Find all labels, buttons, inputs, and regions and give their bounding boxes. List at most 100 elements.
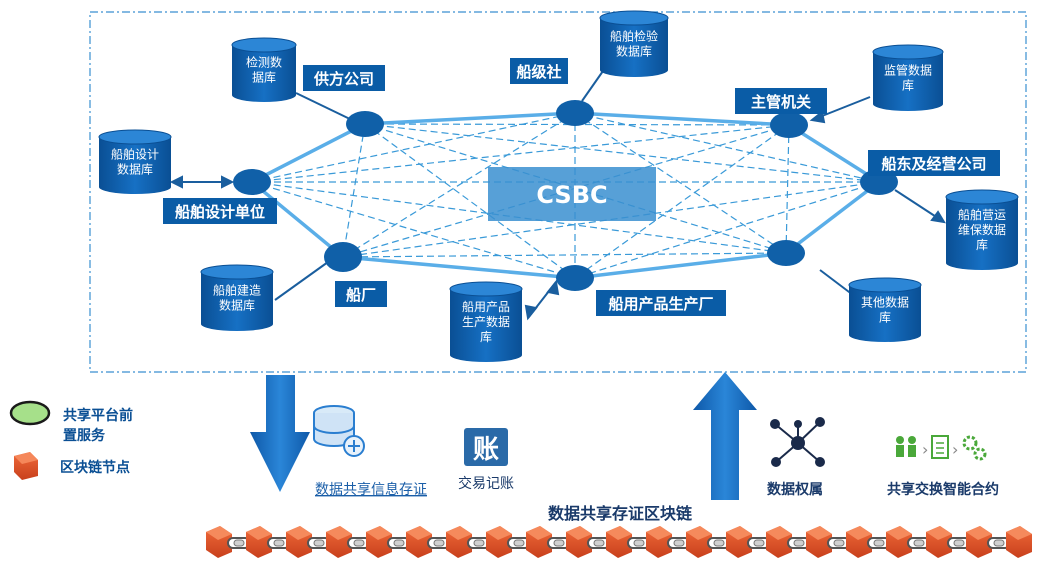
chain-link bbox=[387, 537, 411, 549]
block-node bbox=[1006, 526, 1032, 558]
network-frame bbox=[89, 11, 1027, 373]
database-line: 船用产品 bbox=[462, 300, 510, 314]
block-node bbox=[646, 526, 672, 558]
database-line: 维保数据 bbox=[958, 222, 1006, 237]
block-node bbox=[486, 526, 512, 558]
chain-link bbox=[547, 537, 571, 549]
database-line: 据库 bbox=[252, 70, 276, 85]
label-shipyard: 船厂 bbox=[346, 286, 376, 304]
chain-link bbox=[907, 537, 931, 549]
ring-line bbox=[574, 251, 787, 280]
database-line: 库 bbox=[976, 237, 988, 252]
block-node bbox=[606, 526, 632, 558]
database-line: 数据库 bbox=[117, 162, 153, 177]
blockchain-strip bbox=[206, 526, 1032, 558]
chain-link bbox=[947, 537, 971, 549]
svg-text:›: › bbox=[922, 440, 928, 459]
ownership-label: 数据权属 bbox=[767, 481, 823, 498]
ledger-label: 交易记账 bbox=[458, 475, 514, 492]
node-other bbox=[767, 240, 805, 266]
store-label: 数据共享信息存证 bbox=[315, 481, 427, 498]
db-connectors bbox=[169, 70, 946, 321]
contract-label: 共享交换智能合约 bbox=[887, 481, 999, 498]
node-equipment bbox=[556, 265, 594, 291]
legend: 共享平台前 置服务 区块链节点 bbox=[9, 400, 133, 480]
smart-contract-icon: › › bbox=[896, 435, 987, 461]
block-node bbox=[526, 526, 552, 558]
ring-line bbox=[788, 123, 880, 184]
mesh-line bbox=[251, 124, 790, 183]
legend-frontend-line2: 置服务 bbox=[63, 427, 106, 444]
chain-link bbox=[427, 537, 451, 549]
databases: 检测数据库船舶检验数据库监管数据库船舶营运维保数据库其他数据库船用产品生产数据库… bbox=[98, 10, 1019, 362]
node-shipyard bbox=[324, 242, 362, 272]
block-node bbox=[886, 526, 912, 558]
mesh-line bbox=[574, 112, 880, 183]
chain-link bbox=[627, 537, 651, 549]
chain-link bbox=[707, 537, 731, 549]
chain-label: 数据共享存证区块链 bbox=[548, 504, 693, 523]
block-node-icon bbox=[14, 452, 38, 480]
database-line: 监管数据 bbox=[884, 63, 932, 78]
block-node bbox=[446, 526, 472, 558]
data-ownership-icon bbox=[766, 414, 830, 472]
mesh-line bbox=[342, 252, 787, 258]
ring-line bbox=[342, 255, 576, 280]
mesh-line bbox=[342, 123, 366, 258]
chain-link bbox=[467, 537, 491, 549]
node-authority bbox=[770, 112, 808, 138]
database-line: 库 bbox=[480, 329, 492, 344]
svg-text:›: › bbox=[952, 440, 958, 459]
block-node bbox=[406, 526, 432, 558]
block-node bbox=[926, 526, 952, 558]
database-line: 生产数据 bbox=[462, 314, 510, 329]
database-line: 库 bbox=[902, 78, 914, 93]
label-authority: 主管机关 bbox=[751, 93, 811, 111]
ledger-glyph: 账 bbox=[473, 435, 499, 465]
mesh-line bbox=[574, 181, 880, 279]
database-line: 检测数 bbox=[246, 55, 282, 70]
database-line: 数据库 bbox=[219, 298, 255, 313]
ring-line bbox=[784, 180, 881, 255]
legend-frontend-line1: 共享平台前 bbox=[63, 407, 133, 424]
center-box bbox=[488, 167, 656, 221]
label-class: 船级社 bbox=[516, 63, 561, 81]
label-owner: 船东及经营公司 bbox=[881, 155, 986, 173]
ring-line bbox=[250, 180, 345, 259]
block-node bbox=[326, 526, 352, 558]
block-node bbox=[846, 526, 872, 558]
block-node bbox=[686, 526, 712, 558]
block-node bbox=[206, 526, 232, 558]
database-line: 船舶检验 bbox=[610, 29, 658, 44]
node-supplier bbox=[346, 111, 384, 137]
database-line: 其他数据 bbox=[861, 295, 909, 310]
node-labels: 供方公司 船级社 主管机关 船东及经营公司 船用产品生产厂 船厂 船舶设计单位 bbox=[163, 58, 1000, 316]
mesh-line bbox=[785, 124, 790, 254]
node-design bbox=[233, 169, 271, 195]
block-node bbox=[766, 526, 792, 558]
nodes bbox=[233, 100, 898, 291]
ring-line bbox=[574, 111, 790, 127]
database-line: 数据库 bbox=[616, 44, 652, 59]
block-node bbox=[566, 526, 592, 558]
chain-link bbox=[507, 537, 531, 549]
node-class bbox=[556, 100, 594, 126]
block-node bbox=[246, 526, 272, 558]
block-node bbox=[806, 526, 832, 558]
block-node bbox=[726, 526, 752, 558]
block-node bbox=[286, 526, 312, 558]
down-arrow bbox=[250, 375, 310, 492]
database-line: 库 bbox=[879, 310, 891, 325]
ring-line bbox=[364, 111, 576, 126]
ring-line bbox=[251, 122, 366, 184]
database-line: 船舶营运 bbox=[958, 207, 1006, 222]
database-line: 船舶建造 bbox=[213, 283, 261, 298]
mesh-line bbox=[342, 112, 576, 258]
